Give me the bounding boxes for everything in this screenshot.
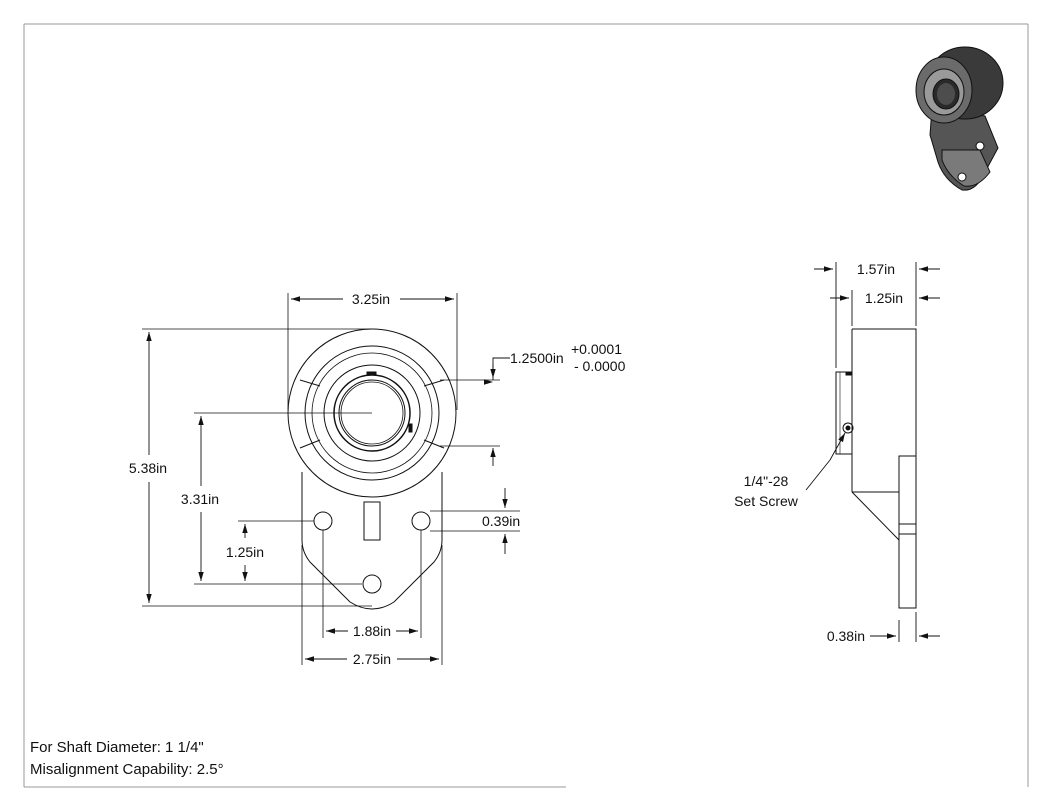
front-extension-lines: [142, 293, 520, 665]
dim-flange-width: 2.75in: [353, 651, 391, 667]
set-screw-label: Set Screw: [734, 493, 799, 509]
dim-side-overall: 1.57in: [857, 261, 895, 277]
dim-bore-tol-plus: +0.0001: [571, 341, 622, 357]
shaft-diameter-note: For Shaft Diameter: 1 1/4": [30, 739, 204, 756]
dim-bore: 1.2500in: [510, 350, 564, 366]
dim-bolt-spacing: 1.88in: [353, 623, 391, 639]
front-view: [287, 328, 457, 610]
dim-width-overall: 3.25in: [352, 291, 390, 307]
dim-height-overall: 5.38in: [129, 460, 167, 476]
drawing-frame: [23, 23, 1029, 788]
dim-bore-tol-minus: - 0.0000: [574, 358, 626, 374]
dim-bolt-vertical: 1.25in: [226, 544, 264, 560]
misalignment-note: Misalignment Capability: 2.5°: [30, 761, 224, 778]
front-dimension-lines: [146, 296, 510, 662]
side-dimension-lines: [805, 262, 940, 642]
dim-side-housing: 1.25in: [865, 290, 903, 306]
side-view: [835, 328, 917, 609]
set-screw-size: 1/4"-28: [744, 473, 789, 489]
dim-bolt-hole-diameter: 0.39in: [482, 513, 520, 529]
isometric-view: [915, 46, 1004, 191]
dim-flange-thickness: 0.38in: [827, 628, 865, 644]
dim-center-to-bolt: 3.31in: [181, 491, 219, 507]
